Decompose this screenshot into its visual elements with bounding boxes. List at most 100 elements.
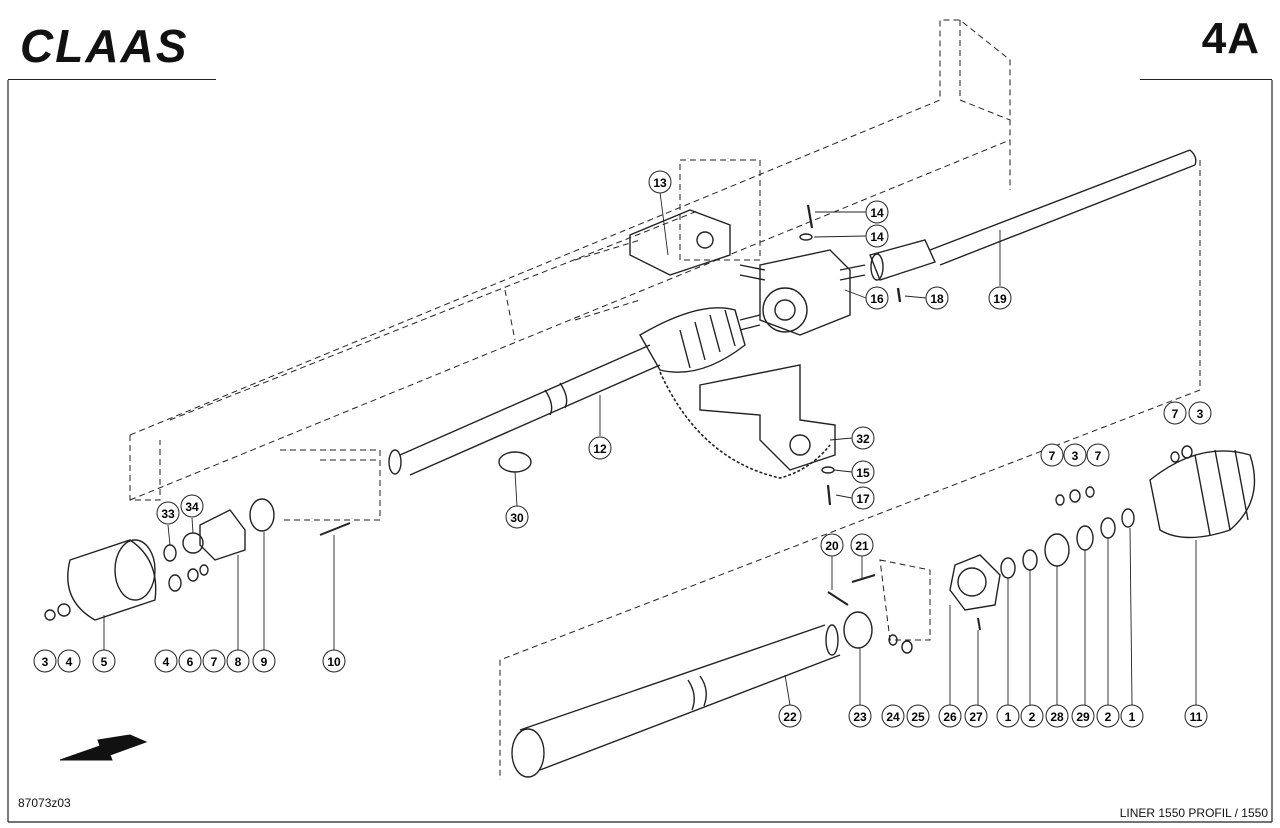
callout-6: 6 — [178, 649, 202, 673]
callout-17: 18 — [925, 286, 949, 310]
callout-30: 30 — [505, 505, 529, 529]
svg-text:8: 8 — [235, 655, 242, 669]
svg-text:1: 1 — [1005, 710, 1012, 724]
callout-7-left: 7 — [202, 649, 226, 673]
svg-text:19: 19 — [993, 292, 1007, 306]
svg-text:5: 5 — [101, 655, 108, 669]
chassis-outline — [129, 19, 1201, 780]
callout-1-left: 1 — [996, 704, 1020, 728]
svg-text:28: 28 — [1050, 710, 1064, 724]
svg-text:7: 7 — [211, 655, 218, 669]
svg-text:34: 34 — [185, 500, 199, 514]
logo-underline — [8, 79, 216, 80]
svg-text:10: 10 — [327, 655, 341, 669]
svg-text:15: 15 — [856, 466, 870, 480]
svg-text:6: 6 — [187, 655, 194, 669]
callout-8: 8 — [226, 649, 250, 673]
drawing-number: 87073z03 — [18, 796, 71, 810]
callout-2-right: 2 — [1096, 704, 1120, 728]
callout-20: 21 — [850, 533, 874, 557]
callout-3-left: 3 — [33, 649, 57, 673]
callout-18: 19 — [988, 286, 1012, 310]
svg-text:11: 11 — [1190, 710, 1203, 724]
svg-text:21: 21 — [855, 539, 869, 553]
direction-arrow — [59, 734, 148, 761]
callout-34: 34 — [180, 494, 204, 518]
svg-text:32: 32 — [856, 432, 870, 446]
svg-text:12: 12 — [593, 442, 607, 456]
callout-32: 32 — [851, 426, 875, 450]
svg-text:14: 14 — [870, 230, 884, 244]
callout-13: 14 — [865, 200, 889, 224]
brand-logo-text: CLAAS — [20, 20, 188, 72]
callout-14-upper: 14 — [865, 224, 889, 248]
support-plate — [699, 364, 836, 471]
svg-text:2: 2 — [1105, 710, 1112, 724]
callout-29: 11 — [1184, 704, 1208, 728]
callout-4-left: 4 — [57, 649, 81, 673]
svg-text:1: 1 — [1129, 710, 1136, 724]
callout-14-lower: 15 — [851, 460, 875, 484]
callout-10: 10 — [322, 649, 346, 673]
svg-text:2: 2 — [1029, 710, 1036, 724]
svg-text:26: 26 — [943, 710, 957, 724]
callout-12: 13 — [648, 170, 672, 194]
svg-text:14: 14 — [870, 206, 884, 220]
svg-text:9: 9 — [261, 655, 268, 669]
callout-5: 5 — [92, 649, 116, 673]
svg-text:33: 33 — [161, 507, 175, 521]
model-label: LINER 1550 PROFIL / 1550 — [1119, 806, 1268, 820]
svg-text:24: 24 — [886, 710, 900, 724]
brand-logo: CLAAS — [20, 20, 188, 72]
svg-text:25: 25 — [911, 710, 925, 724]
callout-7-mid2: 7 — [1086, 443, 1110, 467]
svg-text:22: 22 — [783, 710, 797, 724]
callout-2-left: 2 — [1020, 704, 1044, 728]
callout-23: 24 — [881, 704, 905, 728]
middle-shaft — [388, 307, 746, 476]
callout-25: 26 — [938, 704, 962, 728]
svg-text:27: 27 — [969, 710, 983, 724]
bracket — [629, 209, 731, 276]
svg-text:3: 3 — [1197, 407, 1204, 421]
callout-layer: 13 14 14 16 18 19 12 32 15 17 30 33 34 3… — [33, 170, 1212, 728]
callout-33: 33 — [156, 501, 180, 525]
svg-text:3: 3 — [1072, 449, 1079, 463]
callout-11: 12 — [588, 436, 612, 460]
svg-text:7: 7 — [1172, 407, 1179, 421]
callout-7-mid1: 7 — [1040, 443, 1064, 467]
svg-text:7: 7 — [1049, 449, 1056, 463]
callout-21: 22 — [778, 704, 802, 728]
hose-clamp — [498, 451, 532, 473]
callout-22: 23 — [848, 704, 872, 728]
callout-28: 29 — [1071, 704, 1095, 728]
svg-text:4: 4 — [66, 655, 73, 669]
callout-26: 27 — [964, 704, 988, 728]
svg-text:30: 30 — [510, 511, 524, 525]
callout-24: 25 — [906, 704, 930, 728]
upper-shaft — [869, 149, 1197, 281]
svg-text:3: 3 — [42, 655, 49, 669]
callout-9: 9 — [252, 649, 276, 673]
svg-text:20: 20 — [825, 539, 839, 553]
svg-text:18: 18 — [930, 292, 944, 306]
right-bearing-group — [949, 445, 1256, 611]
callout-4-mid: 4 — [154, 649, 178, 673]
svg-text:23: 23 — [853, 710, 867, 724]
svg-text:17: 17 — [856, 492, 870, 506]
callout-19: 20 — [820, 533, 844, 557]
callout-15: 16 — [865, 286, 889, 310]
left-bearing-group — [44, 498, 351, 621]
svg-text:29: 29 — [1076, 710, 1090, 724]
callout-3-right: 3 — [1188, 401, 1212, 425]
page-code-underline — [1140, 79, 1272, 80]
gearbox — [739, 249, 866, 336]
lower-shaft — [511, 624, 841, 778]
svg-text:13: 13 — [653, 176, 667, 190]
gearbox-hardware — [799, 204, 902, 506]
callout-1-right: 1 — [1120, 704, 1144, 728]
callout-16: 17 — [851, 486, 875, 510]
safety-chain — [659, 371, 831, 479]
callout-27: 28 — [1045, 704, 1069, 728]
